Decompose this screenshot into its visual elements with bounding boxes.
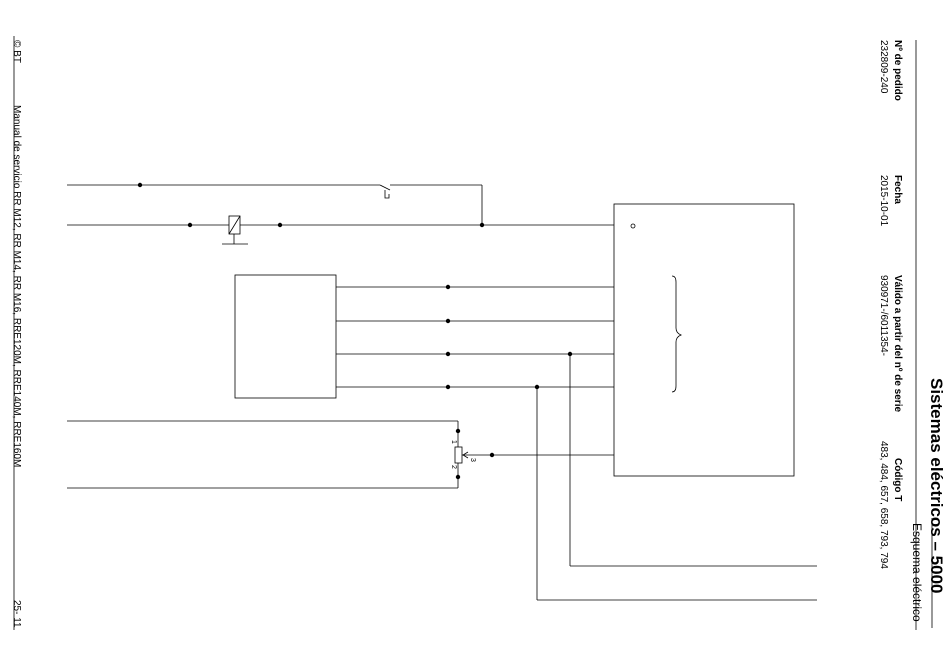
junction-dot: [446, 352, 450, 356]
junction-dot: [490, 453, 494, 457]
junction-dot: [456, 429, 460, 433]
junction-dot: [446, 285, 450, 289]
bus-bracket: [672, 276, 681, 392]
junction-dot: [568, 352, 572, 356]
junction-dot: [138, 183, 142, 187]
pot-pin-2-label: 2: [450, 465, 457, 469]
control-module-left: [235, 275, 336, 398]
pot-pin-1-label: 1: [450, 440, 457, 444]
junction-dot: [480, 223, 484, 227]
control-module-right: [614, 204, 794, 476]
module-marker: [631, 224, 635, 228]
pot-pin-3-label: 3: [469, 458, 476, 462]
switch-actuator: [385, 190, 389, 198]
junction-dot: [535, 385, 539, 389]
junction-dot: [188, 223, 192, 227]
potentiometer: [455, 447, 462, 463]
switch-contact: [380, 185, 390, 190]
junction-dot: [278, 223, 282, 227]
junction-dot: [456, 475, 460, 479]
junction-dot: [446, 385, 450, 389]
junction-dot: [446, 319, 450, 323]
